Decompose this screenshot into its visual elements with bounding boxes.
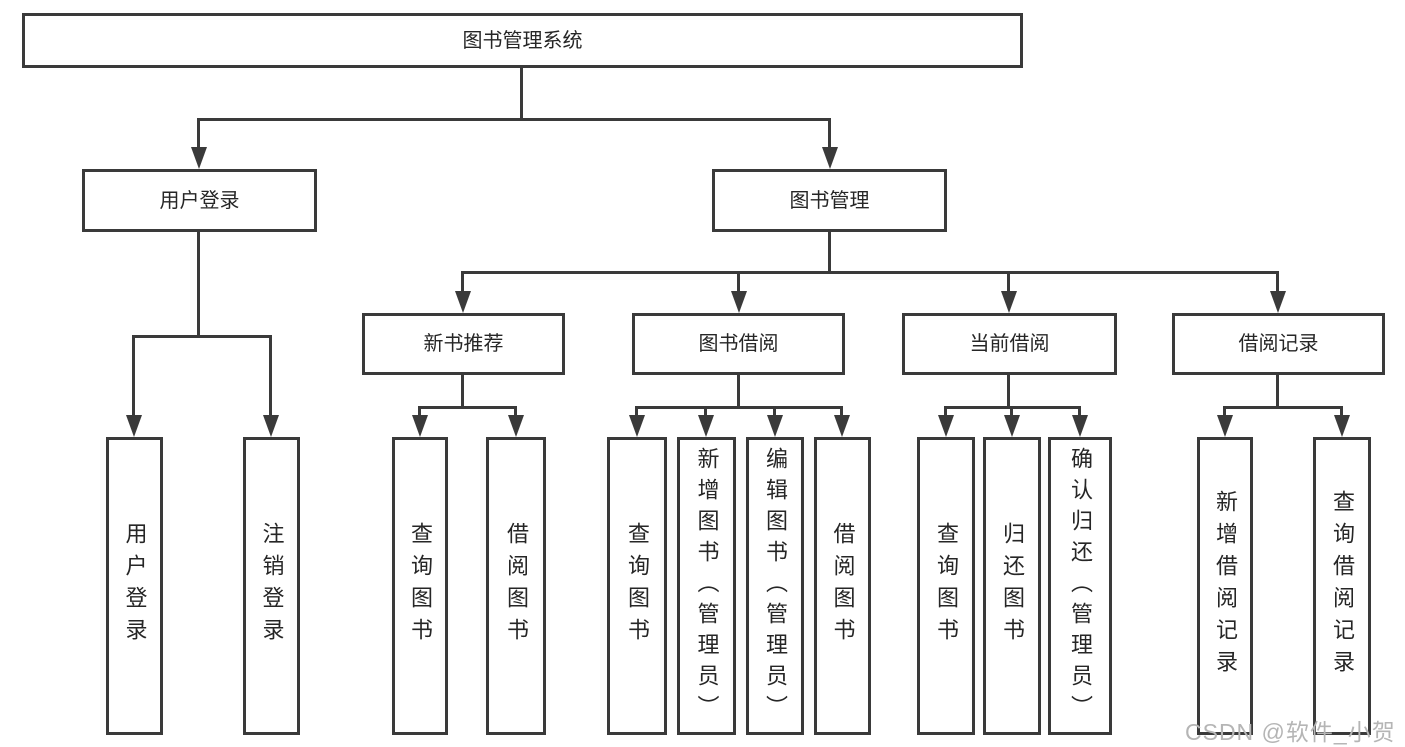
connector-drop-user-login-group — [197, 118, 200, 150]
connector-drop-book-borrow — [737, 271, 740, 294]
connector-new-book-rec-hbar — [418, 406, 517, 409]
node-label: 图书管理系统 — [462, 29, 583, 52]
node-leaf-logout: 注销登录 — [243, 437, 300, 735]
node-label: 查询图书 — [408, 522, 433, 650]
connector-drop-add-book — [704, 406, 707, 418]
connector-drop-edit-book — [773, 406, 776, 418]
node-label: 当前借阅 — [969, 333, 1050, 355]
arrowhead-edit-book — [767, 415, 783, 437]
connector-drop-book-mgmt-group — [828, 118, 831, 150]
connector-drop-leaf-user-login — [132, 335, 135, 418]
node-label: 新书推荐 — [423, 333, 504, 355]
arrowhead-borrow-book-2 — [834, 415, 850, 437]
arrowhead-return-book — [1004, 415, 1020, 437]
node-label: 图书借阅 — [698, 333, 779, 355]
connector-drop-current-borrow — [1007, 271, 1010, 294]
node-label: 查询图书 — [625, 522, 650, 650]
node-user-login-group: 用户登录 — [82, 169, 317, 232]
node-label: 确认归还（管理员） — [1068, 446, 1093, 726]
node-book-borrow: 图书借阅 — [632, 313, 845, 375]
connector-drop-borrow-records — [1276, 271, 1279, 294]
connector-drop-query-book-3 — [944, 406, 947, 418]
connector-book-borrow-hbar — [635, 406, 843, 409]
connector-new-book-rec-stem — [461, 375, 464, 406]
connector-book-mgmt-stem — [828, 232, 831, 271]
node-leaf-borrow-book-2: 借阅图书 — [814, 437, 871, 735]
node-leaf-user-login: 用户登录 — [106, 437, 163, 735]
node-leaf-query-book-1: 查询图书 — [392, 437, 448, 735]
node-library-management-system: 图书管理系统 — [22, 13, 1023, 68]
node-label: 用户登录 — [122, 522, 148, 650]
arrowhead-query-book-1 — [412, 415, 428, 437]
connector-user-login-stem — [197, 232, 200, 335]
arrowhead-user-login-group — [191, 147, 207, 169]
node-leaf-borrow-book-1: 借阅图书 — [486, 437, 546, 735]
node-leaf-query-book-2: 查询图书 — [607, 437, 667, 735]
node-leaf-query-borrow-record: 查询借阅记录 — [1313, 437, 1371, 735]
node-leaf-confirm-return-admin: 确认归还（管理员） — [1048, 437, 1112, 735]
arrowhead-new-book-rec — [455, 291, 471, 313]
arrowhead-query-book-2 — [629, 415, 645, 437]
arrowhead-book-mgmt-group — [822, 147, 838, 169]
connector-current-borrow-stem — [1007, 375, 1010, 406]
connector-drop-borrow-book-1 — [514, 406, 517, 418]
connector-user-login-hbar — [132, 335, 272, 338]
connector-drop-query-record — [1340, 406, 1343, 418]
node-leaf-add-book-admin: 新增图书（管理员） — [677, 437, 736, 735]
node-label: 借阅图书 — [504, 522, 529, 650]
node-label: 借阅图书 — [830, 522, 856, 650]
node-new-book-rec: 新书推荐 — [362, 313, 565, 375]
node-label: 借阅记录 — [1238, 333, 1319, 355]
node-label: 图书管理 — [789, 189, 870, 212]
node-book-mgmt-group: 图书管理 — [712, 169, 947, 232]
connector-drop-query-book-1 — [418, 406, 421, 418]
arrowhead-add-book — [698, 415, 714, 437]
connector-borrow-records-stem — [1276, 375, 1279, 406]
connector-drop-query-book-2 — [635, 406, 638, 418]
connector-book-borrow-stem — [737, 375, 740, 406]
arrowhead-add-record — [1217, 415, 1233, 437]
node-label: 注销登录 — [259, 522, 285, 650]
connector-borrow-records-hbar — [1223, 406, 1343, 409]
arrowhead-confirm-return — [1072, 415, 1088, 437]
node-leaf-edit-book-admin: 编辑图书（管理员） — [746, 437, 804, 735]
connector-root-hbar — [197, 118, 831, 121]
connector-drop-add-record — [1223, 406, 1226, 418]
connector-drop-confirm-return — [1078, 406, 1081, 418]
node-label: 查询图书 — [934, 522, 959, 650]
arrowhead-borrow-book-1 — [508, 415, 524, 437]
arrowhead-leaf-user-login — [126, 415, 142, 437]
node-current-borrow: 当前借阅 — [902, 313, 1117, 375]
node-label: 新增借阅记录 — [1213, 490, 1238, 682]
node-label: 查询借阅记录 — [1330, 490, 1355, 682]
connector-root-stem — [520, 68, 523, 118]
connector-drop-borrow-book-2 — [840, 406, 843, 418]
node-label: 新增图书（管理员） — [694, 446, 720, 726]
node-leaf-query-book-3: 查询图书 — [917, 437, 975, 735]
arrowhead-query-record — [1334, 415, 1350, 437]
node-leaf-return-book: 归还图书 — [983, 437, 1041, 735]
arrowhead-book-borrow — [731, 291, 747, 313]
connector-drop-return-book — [1010, 406, 1013, 418]
node-label: 编辑图书（管理员） — [763, 446, 788, 726]
arrowhead-query-book-3 — [938, 415, 954, 437]
arrowhead-leaf-logout — [263, 415, 279, 437]
node-borrow-records: 借阅记录 — [1172, 313, 1385, 375]
node-leaf-add-borrow-record: 新增借阅记录 — [1197, 437, 1253, 735]
node-label: 归还图书 — [1000, 522, 1025, 650]
connector-drop-new-book-rec — [461, 271, 464, 294]
node-label: 用户登录 — [159, 189, 240, 212]
arrowhead-current-borrow — [1001, 291, 1017, 313]
csdn-watermark: CSDN @软件_小贺同学 — [1185, 719, 1396, 745]
arrowhead-borrow-records — [1270, 291, 1286, 313]
connector-book-mgmt-hbar — [461, 271, 1279, 274]
connector-drop-leaf-logout — [269, 335, 272, 418]
